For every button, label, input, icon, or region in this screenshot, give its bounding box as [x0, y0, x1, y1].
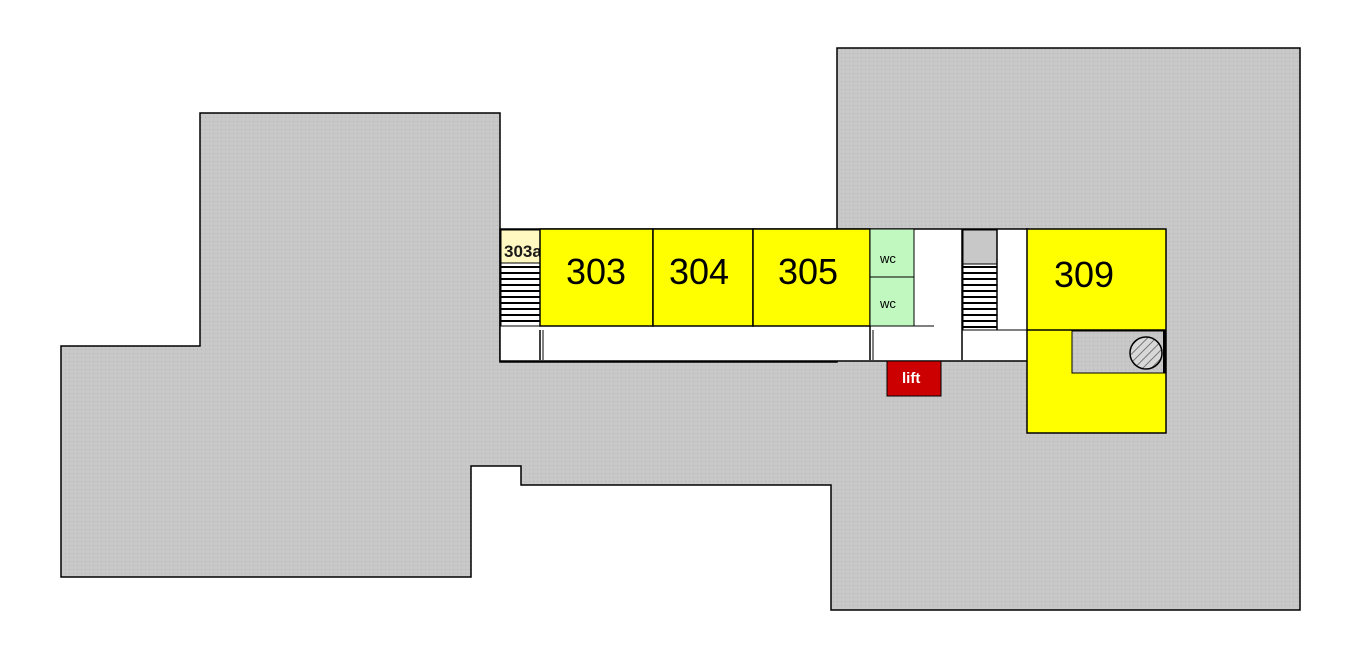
lift-label: lift	[902, 370, 920, 387]
room-303a[interactable]	[500, 229, 541, 264]
spiral-stair-icon	[1129, 336, 1163, 370]
room-303[interactable]	[539, 228, 654, 327]
building-footprint	[60, 47, 1301, 611]
stairs-left	[500, 261, 541, 327]
room-304-label: 304	[669, 251, 729, 292]
lift[interactable]	[886, 360, 942, 397]
wc-top-label: wc	[879, 251, 896, 266]
room-305[interactable]	[752, 228, 871, 327]
room-309-label: 309	[1054, 254, 1114, 295]
stairs-right-top	[962, 229, 998, 265]
room-303a-label: 303a	[504, 242, 542, 261]
wc-bottom-label: wc	[879, 296, 896, 311]
wc-top[interactable]	[869, 228, 915, 278]
room-303-label: 303	[566, 251, 626, 292]
room-305-label: 305	[778, 251, 838, 292]
wc-bottom[interactable]	[869, 276, 915, 327]
room-304[interactable]	[652, 228, 754, 327]
stairs-right	[962, 263, 998, 331]
